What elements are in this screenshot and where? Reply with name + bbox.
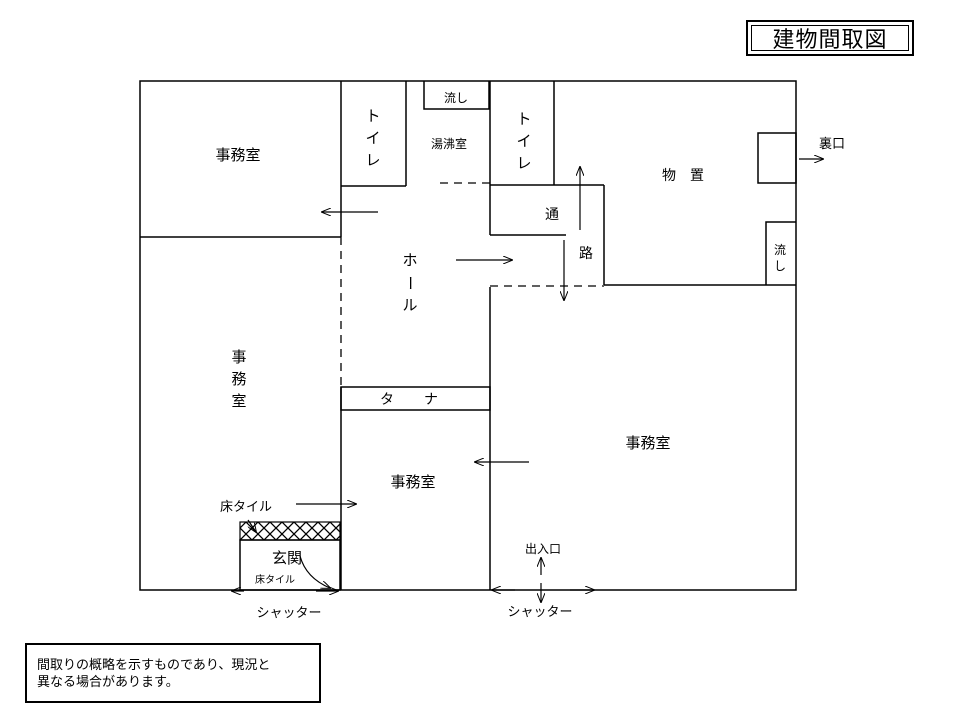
shelf-label: タ ナ <box>380 392 446 408</box>
toilet-1-label-3: レ <box>365 151 380 169</box>
passage-label-1: 通 <box>545 207 559 223</box>
arrow <box>299 555 330 588</box>
sink-right-label-2: し <box>774 259 786 273</box>
hall-label-3: ル <box>402 296 417 314</box>
office-right-label: 事務室 <box>625 434 670 452</box>
page-title: 建物間取図 <box>751 25 909 53</box>
sink-top-label: 流し <box>444 91 468 105</box>
title-box: 建物間取図 <box>746 20 914 56</box>
floor-tile-small-label: 床タイル <box>255 573 295 586</box>
floor-tile-hatch <box>239 521 341 541</box>
office-left-label-3: 室 <box>231 392 246 410</box>
toilet-2-label-2: イ <box>516 132 531 150</box>
doorway-label: 出入口 <box>525 542 561 556</box>
arrow <box>247 519 256 532</box>
note-line-1: 間取りの概略を示すものであり、現況と <box>37 658 271 673</box>
wall <box>765 221 796 285</box>
storage-label: 物 置 <box>662 168 704 184</box>
office-center-label: 事務室 <box>390 473 435 491</box>
toilet-1-label-2: イ <box>365 129 380 147</box>
kitchenette-label: 湯沸室 <box>431 136 467 151</box>
wall <box>423 81 490 110</box>
passage-label-2: 路 <box>579 246 593 262</box>
office-left-label-1: 事 <box>231 348 246 366</box>
back-door-label: 裏口 <box>819 137 845 152</box>
office-top-left-label: 事務室 <box>215 146 260 164</box>
toilet-1-label-1: ト <box>365 107 380 125</box>
toilet-2-label-1: ト <box>516 110 531 128</box>
shutter-right-label: シャッター <box>507 605 572 620</box>
shelf-box <box>340 386 491 411</box>
hall-label-2: ー <box>401 275 419 290</box>
back-door-box <box>757 132 797 184</box>
toilet-2-label-3: レ <box>516 154 531 172</box>
sink-right-label-1: 流 <box>774 243 786 257</box>
hall-label-1: ホ <box>402 251 417 269</box>
note-line-2: 異なる場合があります。 <box>37 675 179 690</box>
outer-wall <box>139 80 797 591</box>
floor-tile-label: 床タイル <box>220 500 272 515</box>
shutter-left-label: シャッター <box>256 606 321 621</box>
disclaimer-note: 間取りの概略を示すものであり、現況と 異なる場合があります。 <box>25 643 321 703</box>
entrance-label: 玄関 <box>272 549 302 567</box>
office-left-label-2: 務 <box>231 370 246 388</box>
